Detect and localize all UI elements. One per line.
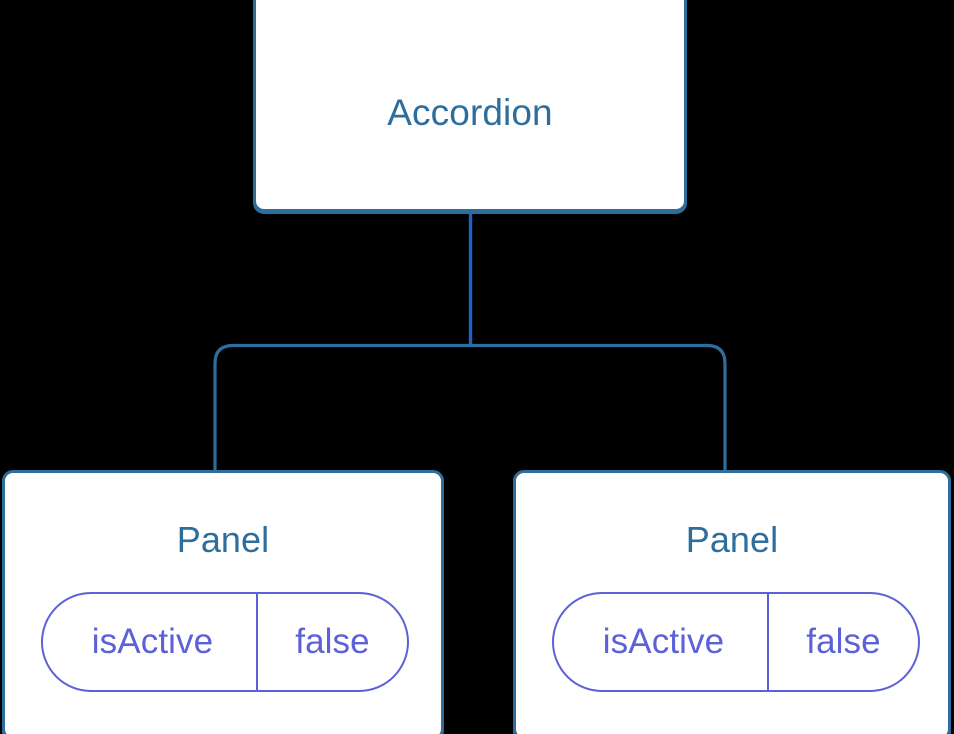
node-panel-0-title: Panel <box>176 519 270 560</box>
node-accordion-title: Accordion <box>387 92 553 133</box>
node-panel-0[interactable]: Panel isActive false <box>2 470 444 734</box>
node-panel-1[interactable]: Panel isActive false <box>513 470 951 734</box>
node-panel-1-title: Panel <box>685 519 779 560</box>
node-accordion[interactable]: Accordion <box>253 0 687 212</box>
prop-key: isActive <box>602 622 725 661</box>
edge-branch-right <box>470 343 727 471</box>
prop-value: false <box>256 594 407 690</box>
node-panel-1-prop-isactive[interactable]: isActive false <box>552 592 920 692</box>
edge-branch-left <box>213 343 470 471</box>
prop-key: isActive <box>91 622 214 661</box>
prop-value: false <box>767 594 918 690</box>
node-panel-0-prop-isactive[interactable]: isActive false <box>41 592 409 692</box>
